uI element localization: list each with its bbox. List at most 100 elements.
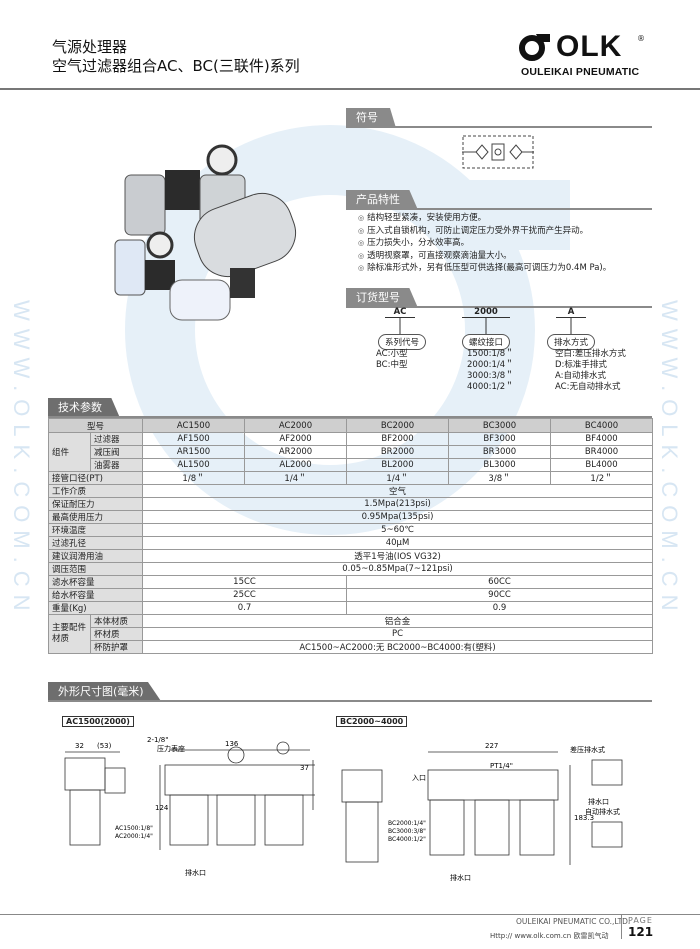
footer-separator — [621, 915, 622, 939]
order-desc-line: 4000:1/2＂ — [467, 382, 514, 392]
footer-url[interactable]: Http:// www.olk.com.cn 欧雷凯气动 — [490, 932, 609, 940]
spec-cell: AF2000 — [244, 432, 348, 446]
spec-cell: 1/4＂ — [244, 471, 348, 485]
spec-cell: BL3000 — [448, 458, 552, 472]
table-row: 组件 过滤器 AF1500 AF2000 BF2000 BF3000 BF400… — [48, 432, 654, 472]
table-row: 过滤孔径 40μM — [47, 536, 654, 550]
order-desc-line: A:自动排水式 — [555, 371, 607, 381]
dim-note: BC4000:1/2" — [388, 836, 426, 843]
dim-note: 压力表座 — [157, 744, 185, 753]
order-desc-line: AC:小型 — [376, 349, 408, 359]
dim-note: 排水口 — [450, 873, 471, 882]
footer-page-label: PAGE — [628, 916, 653, 925]
table-row: 最高使用压力 0.95Mpa(135psi) — [47, 510, 654, 524]
order-connector-lines — [399, 318, 572, 334]
section-dims: 外形尺寸图(毫米) — [48, 682, 652, 702]
spec-row-label: 保证耐压力 — [47, 497, 144, 511]
spec-component-name: 减压阀 — [89, 445, 144, 459]
spec-cell: AL2000 — [244, 458, 348, 472]
order-desc-line: 空白:差压排水方式 — [555, 349, 626, 359]
spec-cell: 1/4＂ — [346, 471, 450, 485]
dim-drawing-ac: 32 (53) 2-1/8" 压力表座 136 37 124 AC1500:1/… — [64, 736, 315, 877]
table-row: 保证耐压力 1.5Mpa(213psi) — [47, 497, 654, 511]
spec-row-label: 环境温度 — [47, 523, 144, 537]
table-row: 建议润滑用油 透平1号油(IOS VG32) — [47, 549, 654, 563]
section-dims-label: 外形尺寸图(毫米) — [48, 682, 162, 702]
order-box-drain: 排水方式 — [547, 334, 596, 350]
spec-row-label: 过滤孔径 — [47, 536, 144, 550]
spec-cell: AF1500 — [142, 432, 246, 446]
order-code-thread: 2000 — [462, 307, 510, 318]
section-features: 产品特性 — [346, 190, 652, 210]
dim-note: AC1500:1/8" — [115, 825, 153, 832]
spec-cell: PC — [142, 627, 654, 641]
footer-company: OULEIKAI PNEUMATIC CO.,LTD. — [516, 917, 631, 926]
section-symbol: 符号 — [346, 108, 652, 128]
dim-note: BC3000:3/8" — [388, 828, 426, 835]
spec-model: BC4000 — [550, 418, 654, 433]
table-row: 杯防护罩 AC1500~AC2000:无 BC2000~BC4000:有(塑料) — [49, 640, 654, 654]
spec-material-name: 杯材质 — [89, 627, 144, 641]
section-symbol-label: 符号 — [346, 108, 396, 128]
table-row: 主要配件材质 本体材质 铝合金 — [48, 614, 654, 654]
spec-group-label: 组件 — [48, 432, 91, 472]
spec-cell: AL1500 — [142, 458, 246, 472]
header-divider — [0, 88, 700, 90]
dim-note: 自动排水式 — [585, 807, 620, 816]
title-line-2: 空气过滤器组合AC、BC(三联件)系列 — [52, 57, 300, 75]
spec-row-label: 调压范围 — [47, 562, 144, 576]
spec-cell: 透平1号油(IOS VG32) — [142, 549, 654, 563]
spec-cell: BL2000 — [346, 458, 450, 472]
dim-note: 32 — [75, 742, 84, 750]
spec-row-label: 工作介质 — [47, 484, 144, 498]
spec-material-name: 本体材质 — [89, 614, 144, 628]
dim-note: AC2000:1/4" — [115, 833, 153, 840]
spec-cell: BR2000 — [346, 445, 450, 459]
logo-mark-icon — [519, 34, 550, 61]
page-number: 121 — [628, 925, 654, 939]
section-order: 订货型号 — [346, 288, 652, 308]
dim-note: 136 — [225, 740, 239, 748]
dim-note: 入口 — [412, 774, 426, 782]
spec-material-label: 主要配件材质 — [48, 614, 91, 654]
spec-cell: BR3000 — [448, 445, 552, 459]
section-spec: 技术参数 — [48, 398, 652, 418]
table-row: 型号 AC1500 AC2000 BC2000 BC3000 BC4000 — [47, 418, 654, 433]
feature-item: 除标准形式外，另有低压型可供选择(最高可调压力为0.4M Pa)。 — [358, 262, 611, 275]
spec-model: AC2000 — [244, 418, 348, 433]
spec-row-label: 建议润滑用油 — [47, 549, 144, 563]
order-box-thread: 螺纹接口 — [462, 334, 511, 350]
table-row: 给水杯容量 25CC 90CC — [47, 588, 654, 602]
order-desc-line: BC:中型 — [376, 360, 408, 370]
spec-cell: AR1500 — [142, 445, 246, 459]
title-line-1: 气源处理器 — [52, 38, 128, 56]
spec-table: 型号 AC1500 AC2000 BC2000 BC3000 BC4000 组件… — [47, 418, 654, 654]
spec-cell: 5~60℃ — [142, 523, 654, 537]
table-row: 杯材质 PC — [49, 627, 654, 641]
spec-row-label: 接管口径(PT) — [47, 471, 144, 485]
table-row: 油雾器 AL1500 AL2000 BL2000 BL3000 BL4000 — [49, 458, 654, 472]
feature-item: 透明视察罩，可直接观察滴油量大小。 — [358, 250, 611, 263]
dim-label-ac: AC1500(2000) — [62, 716, 134, 727]
dim-note: 227 — [485, 742, 498, 750]
feature-item: 结构轻型紧凑，安装使用方便。 — [358, 212, 611, 225]
spec-cell: BF3000 — [448, 432, 552, 446]
spec-row-label: 重量(Kg) — [47, 601, 144, 615]
footer-divider — [0, 914, 700, 915]
spec-row-label: 滤水杯容量 — [47, 575, 144, 589]
spec-cell: BF2000 — [346, 432, 450, 446]
section-features-label: 产品特性 — [346, 190, 418, 210]
order-desc-line: 2000:1/4＂ — [467, 360, 514, 370]
pneumatic-symbol — [462, 135, 534, 169]
spec-cell: 0.9 — [346, 601, 654, 615]
order-desc-line: 3000:3/8＂ — [467, 371, 514, 381]
spec-row-label: 给水杯容量 — [47, 588, 144, 602]
dim-note: 排水口 — [588, 797, 609, 806]
dim-note: PT1/4" — [490, 762, 513, 770]
dim-note: BC2000:1/4" — [388, 820, 426, 827]
logo-subtitle: OULEIKAI PNEUMATIC — [521, 66, 640, 78]
page-title: 气源处理器 空气过滤器组合AC、BC(三联件)系列 — [52, 38, 300, 76]
feature-item: 压入式自锁机构，可防止调定压力受外界干扰而产生异动。 — [358, 225, 611, 238]
order-desc-line: 1500:1/8＂ — [467, 349, 514, 359]
spec-cell: 铝合金 — [142, 614, 654, 628]
